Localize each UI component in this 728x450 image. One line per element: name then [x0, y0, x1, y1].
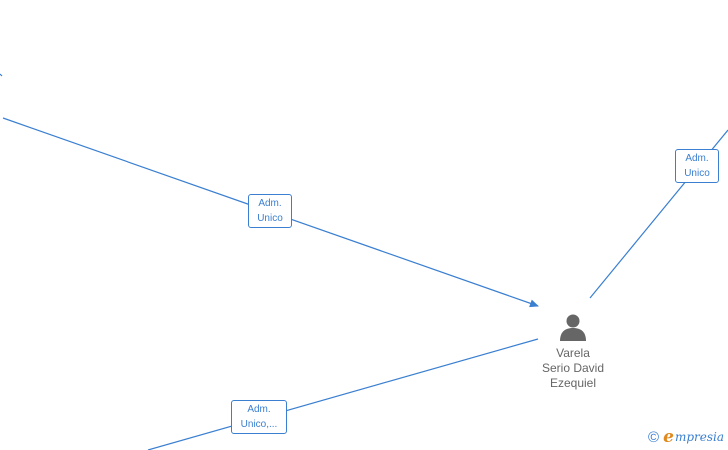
relation-label-line2: Unico [257, 213, 283, 224]
person-node[interactable]: Varela Serio David Ezequiel [530, 312, 616, 391]
copyright-icon: © [648, 428, 660, 446]
relation-label-line2: Unico,... [240, 419, 278, 430]
relation-label-line1: Adm. [685, 153, 709, 164]
edge-to-bottom-left-company[interactable] [147, 338, 539, 450]
person-icon [560, 314, 586, 341]
brand-logo-text: mpresia [674, 430, 724, 444]
edge-stub-left [0, 73, 3, 77]
relation-label-line2: Unico [684, 168, 710, 179]
relation-label-line1: Adm. [258, 198, 282, 209]
person-name-line2: Serio David [541, 361, 605, 375]
brand-watermark: © e mpresia [648, 427, 724, 447]
relation-label[interactable]: Adm. Unico [675, 149, 719, 183]
person-name-line1: Varela [556, 346, 590, 360]
relation-label-line1: Adm. [247, 404, 271, 415]
relation-label[interactable]: Adm. Unico,... [231, 400, 287, 434]
brand-logo-initial: e [663, 427, 674, 447]
person-name-line3: Ezequiel [549, 376, 597, 390]
relation-label[interactable]: Adm. Unico [248, 194, 292, 228]
